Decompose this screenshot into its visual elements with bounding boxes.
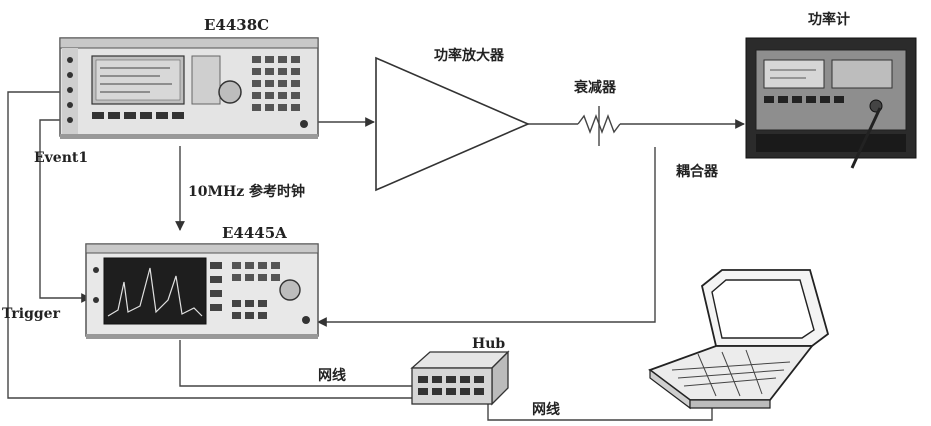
- power-meter-device: [746, 38, 916, 168]
- laptop-device: [650, 270, 828, 408]
- signal-generator-device: [60, 38, 318, 139]
- hub-device: [412, 352, 508, 404]
- network-line-analyzer: [180, 340, 426, 386]
- amplifier-triangle: [376, 58, 528, 190]
- event-label: Event1: [34, 150, 88, 166]
- signal-analyzer-label: E4445A: [222, 224, 287, 242]
- signal-generator-label: E4438C: [204, 16, 269, 34]
- hub-label: Hub: [472, 336, 505, 352]
- coupler-return-line: [318, 147, 655, 322]
- network-cable-label-2: 网线: [532, 401, 560, 418]
- attenuator-label: 衰减器: [573, 79, 617, 96]
- power-meter-label: 功率计: [808, 11, 850, 28]
- coupler-label: 耦合器: [676, 163, 719, 180]
- reference-clock-label: 10MHz 参考时钟: [188, 183, 305, 200]
- power-amplifier-label: 功率放大器: [434, 47, 505, 64]
- event-trigger-line: [40, 120, 90, 298]
- trigger-label: Trigger: [2, 306, 61, 322]
- signal-analyzer-device: [86, 244, 318, 339]
- network-cable-label-1: 网线: [318, 367, 346, 384]
